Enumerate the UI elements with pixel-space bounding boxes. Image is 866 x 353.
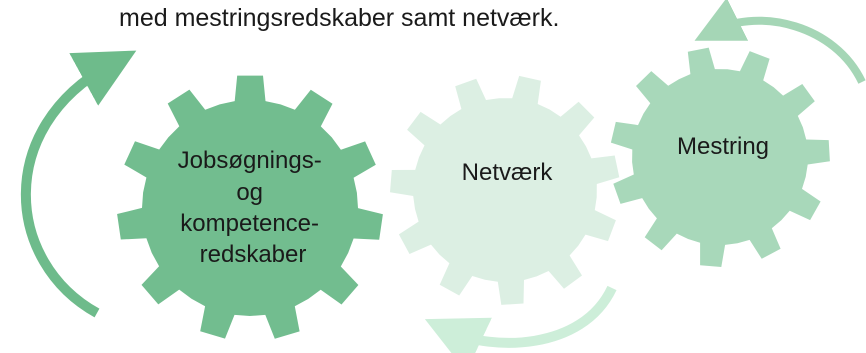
gear-jobsoegning-label-line: Jobsøgnings- — [178, 147, 322, 174]
intro-text: med mestringsredskaber samt netværk. — [119, 4, 560, 32]
gear-jobsoegning-label-line: redskaber — [200, 241, 307, 268]
gear-jobsoegning-shape — [117, 75, 383, 339]
gear-mestring-label-line: Mestring — [677, 133, 769, 160]
gear-jobsoegning-label-line: og — [236, 179, 263, 206]
gear-jobsoegning-label: Jobsøgnings- og kompetence- redskaber — [178, 147, 329, 268]
gear-mestring-shape — [610, 47, 830, 267]
cycle-arrow-top-right — [694, 0, 866, 84]
gear-jobsoegning: Jobsøgnings- og kompetence- redskaber — [117, 75, 383, 339]
gear-netvaerk-label: Netværk — [462, 159, 554, 186]
gear-mestring: Mestring — [610, 47, 830, 267]
gear-netvaerk-shape — [390, 75, 620, 305]
gear-jobsoegning-label-line: kompetence- — [180, 210, 319, 237]
gear-netvaerk: Netværk — [390, 75, 620, 305]
gear-netvaerk-label-line: Netværk — [462, 159, 554, 186]
cycle-arrow-left — [20, 50, 137, 318]
gear-mestring-label: Mestring — [677, 133, 769, 160]
cycle-arrow-bottom — [424, 285, 617, 353]
